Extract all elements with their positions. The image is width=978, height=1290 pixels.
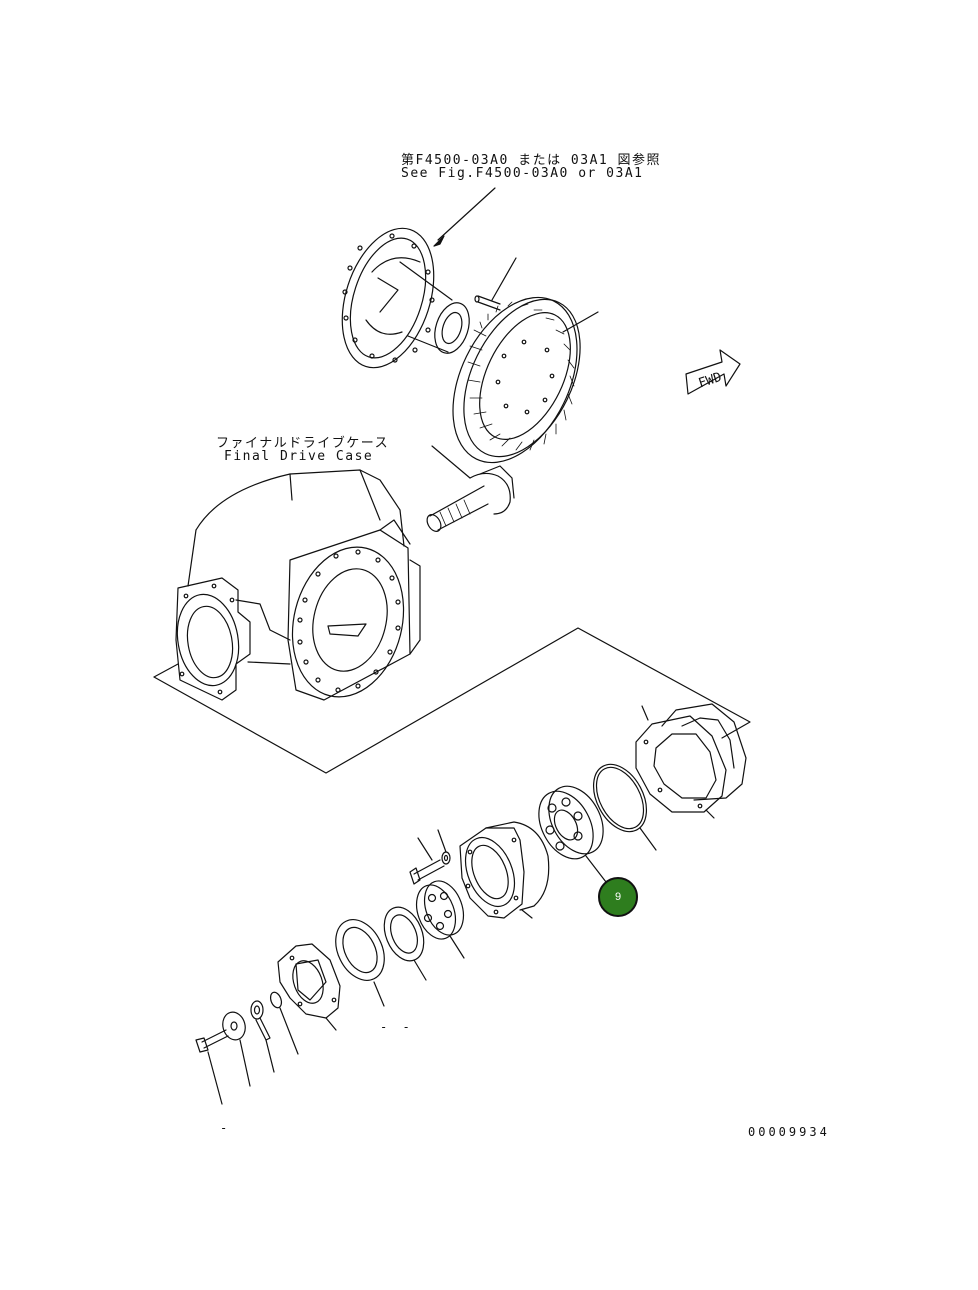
case-label-en: Final Drive Case [224,449,374,464]
reference-arrow [434,188,495,246]
assembly-plane [154,628,750,773]
oil-seal [326,912,394,1006]
bevel-ring-gear [428,277,604,483]
bearing-right [528,777,614,882]
o-ring [583,755,657,850]
pin-part [475,258,516,310]
callout-number: 9 [614,891,622,903]
final-drive-case [170,470,420,709]
stray-dash: - [220,1121,228,1135]
flange-washer [220,1010,250,1086]
callout-marker[interactable]: 9 [598,877,638,917]
stray-ticks: - - [380,1020,414,1034]
coupling-flange [278,944,340,1030]
fwd-arrow-icon [686,350,740,394]
lock-plate [251,1001,274,1072]
bearing-cage [456,822,549,918]
figure-number: 00009934 [748,1125,830,1139]
pinion-gear [424,446,514,534]
reference-note-en: See Fig.F4500-03A0 or 03A1 [401,166,644,181]
cage-bolt [410,830,450,884]
fwd-label: FWD [697,370,724,392]
case-label-jp: ファイナルドライブケース [216,436,390,451]
reference-note-jp: 第F4500-03A0 または 03A1 図参照 [401,153,662,168]
assembly-plane-edge [154,664,178,677]
differential-housing [326,217,475,380]
gasket-plates [636,704,746,818]
race-ring [377,901,431,980]
bearing-left [410,876,471,958]
small-o-ring [269,991,298,1054]
flange-bolt [196,1030,228,1104]
